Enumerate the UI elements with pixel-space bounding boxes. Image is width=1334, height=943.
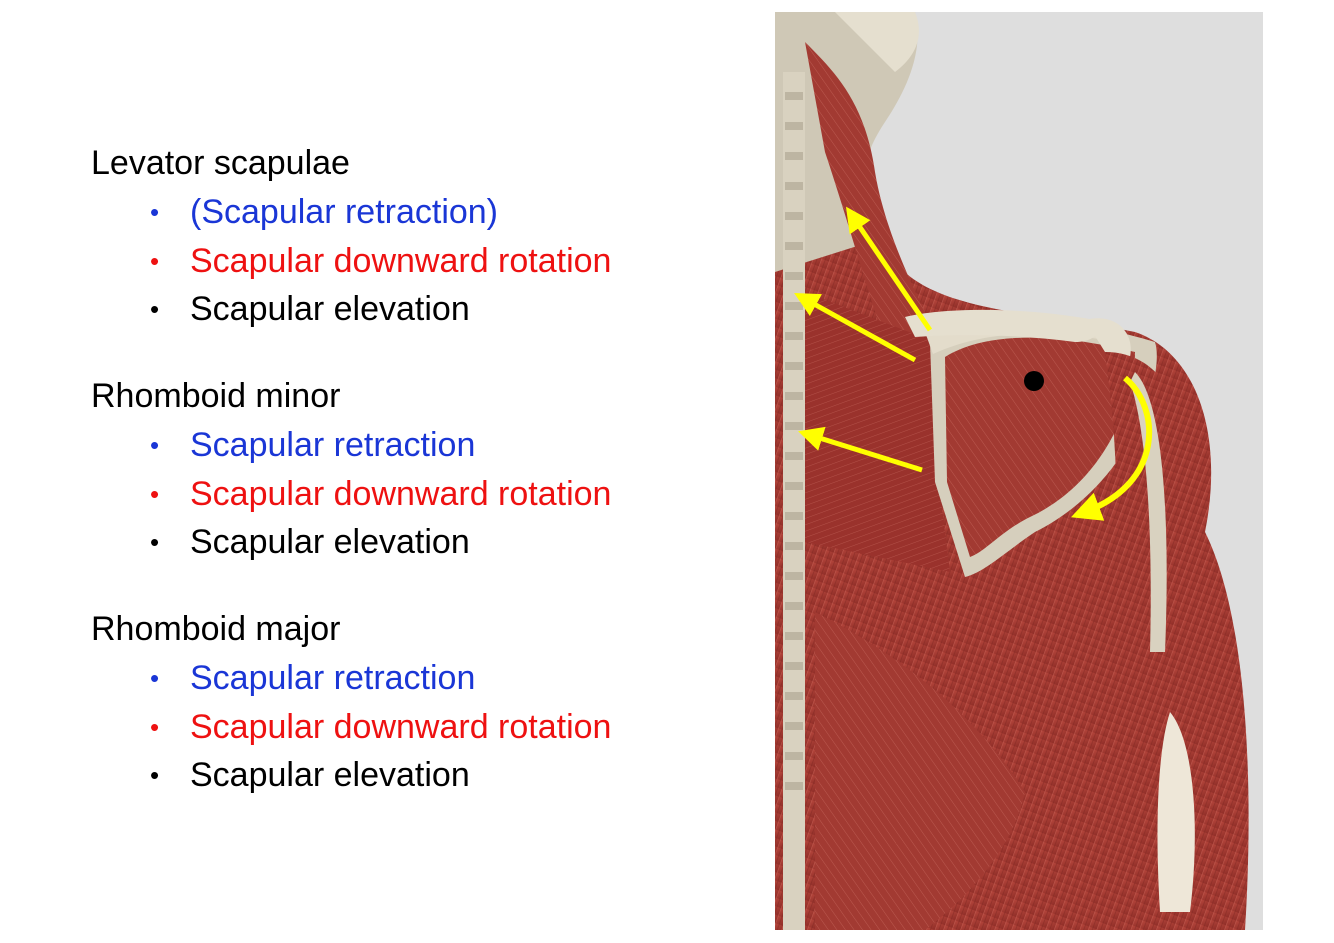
action-label: Scapular downward rotation: [190, 242, 612, 280]
arrow-icon: [798, 426, 923, 473]
action-item-elevation: • Scapular elevation: [150, 522, 470, 562]
action-label: Scapular downward rotation: [190, 708, 612, 746]
anatomy-svg: [775, 12, 1263, 930]
latissimus-dorsi-muscle: [815, 612, 1025, 930]
bullet-icon: •: [150, 527, 160, 557]
shoulder-anatomy-illustration: [775, 12, 1263, 930]
bullet-icon: •: [150, 294, 160, 324]
skull-base: [835, 12, 919, 72]
triceps-tendon: [1157, 712, 1195, 912]
action-item-elevation: • Scapular elevation: [150, 755, 470, 795]
action-item-elevation: • Scapular elevation: [150, 289, 470, 329]
action-item-downward-rotation: • Scapular downward rotation: [150, 474, 611, 514]
muscle-heading-rhomboid-minor: Rhomboid minor: [91, 377, 341, 415]
action-item-downward-rotation: • Scapular downward rotation: [150, 241, 611, 281]
muscle-action-list: Levator scapulae •(Scapular retraction) …: [91, 144, 611, 795]
humerus: [1130, 372, 1167, 652]
bullet-icon: •: [150, 479, 160, 509]
clavicle: [905, 309, 1099, 342]
action-item-retraction: • (Scapular retraction): [150, 192, 498, 232]
arrow-icon: [845, 206, 933, 332]
muscle-heading-levator-scapulae: Levator scapulae: [91, 144, 350, 182]
action-label: Scapular retraction: [190, 659, 476, 697]
bullet-icon: •: [150, 663, 160, 693]
action-label: Scapular downward rotation: [190, 475, 612, 513]
rhomboid-major-muscle: [805, 432, 950, 572]
upper-arm-muscles: [1105, 352, 1235, 930]
action-item-retraction: • Scapular retraction: [150, 425, 475, 465]
acromion: [1085, 318, 1131, 357]
action-item-retraction: • Scapular retraction: [150, 658, 475, 698]
bullet-icon: •: [150, 246, 160, 276]
curved-rotation-arrow-icon: [1070, 375, 1153, 521]
levator-scapulae-muscle: [805, 42, 935, 342]
bullet-icon: •: [150, 760, 160, 790]
bullet-icon: •: [150, 430, 160, 460]
infraspinatus-muscle: [945, 337, 1135, 557]
pivot-dot-icon: [1024, 371, 1044, 391]
action-item-downward-rotation: • Scapular downward rotation: [150, 707, 611, 747]
arrow-icon: [794, 292, 917, 363]
action-label: Scapular elevation: [190, 756, 470, 794]
action-label: Scapular elevation: [190, 523, 470, 561]
spinal-column: [783, 72, 805, 930]
action-label: Scapular retraction: [190, 426, 476, 464]
action-label: Scapular elevation: [190, 290, 470, 328]
bullet-icon: •: [150, 197, 160, 227]
muscle-heading-rhomboid-major: Rhomboid major: [91, 610, 341, 648]
vertebrae: [785, 92, 803, 790]
action-label: (Scapular retraction): [190, 193, 499, 231]
bullet-icon: •: [150, 712, 160, 742]
